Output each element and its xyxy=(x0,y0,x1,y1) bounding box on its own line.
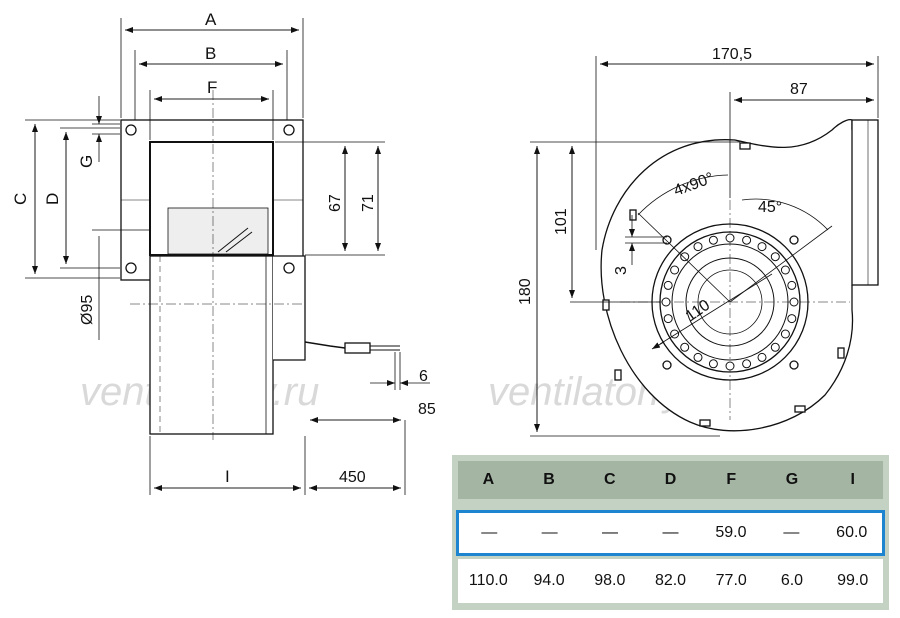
table-cell: — xyxy=(662,524,679,541)
table-header-cell: C xyxy=(604,471,616,488)
rotor-bolt xyxy=(787,314,797,324)
rotor-bolt xyxy=(742,235,752,245)
table-cell: 6.0 xyxy=(780,572,804,589)
table-header-cell: A xyxy=(482,471,495,488)
rotor-bolt xyxy=(725,361,735,371)
dim-a-label: A xyxy=(205,10,217,29)
table-header-cell: G xyxy=(785,471,799,488)
rotor-bolt xyxy=(663,280,673,290)
rotor-bolt xyxy=(708,235,718,245)
dim-45-label: 45° xyxy=(758,199,782,216)
dim-c-label: C xyxy=(11,193,30,205)
rotor-bolt xyxy=(780,265,790,275)
dim-3-label: 3 xyxy=(613,266,630,275)
table-cell: 94.0 xyxy=(533,572,565,589)
rotor-bolt xyxy=(693,242,703,252)
dim-67-label: 67 xyxy=(327,194,344,212)
table-header-row: A B C D F G I xyxy=(458,461,883,499)
rotor-bolt xyxy=(693,352,703,362)
rotor-bolt xyxy=(780,329,790,339)
table-cell: 60.0 xyxy=(836,524,868,541)
table-header-cell: D xyxy=(664,471,677,488)
rotor-bolt xyxy=(670,265,680,275)
rotor-bolt xyxy=(680,252,690,262)
dim-170-label: 170,5 xyxy=(712,46,752,63)
dim-101-label: 101 xyxy=(553,208,570,235)
rotor-bolt xyxy=(789,297,799,307)
table-cell: — xyxy=(602,524,619,541)
dim-i-label: I xyxy=(225,467,230,486)
dim-180-label: 180 xyxy=(517,278,534,305)
rotor-bolt xyxy=(663,314,673,324)
rotor-bolt xyxy=(661,297,671,307)
rotor-bolt xyxy=(680,342,690,352)
table-cell: 77.0 xyxy=(715,572,747,589)
side-view xyxy=(120,90,400,440)
dim-71-label: 71 xyxy=(360,194,377,212)
dim-f-label: F xyxy=(207,78,217,97)
dim-450-label: 450 xyxy=(339,469,366,486)
rotor-bolt xyxy=(770,252,780,262)
table-row-selected[interactable]: — — — — 59.0 — 60.0 xyxy=(456,510,885,556)
front-dimensions xyxy=(530,56,879,437)
rotor-bolt xyxy=(757,352,767,362)
dim-g-label: G xyxy=(77,155,96,168)
table-header-cell: F xyxy=(726,471,737,488)
table-cell: — xyxy=(541,524,558,541)
dim-d95-label: Ø95 xyxy=(79,295,96,325)
dim-85-label: 85 xyxy=(418,401,436,418)
dim-d-label: D xyxy=(43,193,62,205)
table-cell: 82.0 xyxy=(654,572,687,589)
table-cell: 98.0 xyxy=(594,572,626,589)
table-row[interactable]: 110.0 94.0 98.0 82.0 77.0 6.0 99.0 xyxy=(458,559,883,603)
table-header-cell: I xyxy=(850,471,855,488)
rotor-bolt xyxy=(725,233,735,243)
side-dimensions xyxy=(25,18,430,495)
dim-87-label: 87 xyxy=(790,81,808,98)
table-cell: 99.0 xyxy=(837,572,869,589)
table-header-cell: B xyxy=(543,471,555,488)
dimension-table: A B C D F G I — — — — 59.0 — 60.0 110.0 … xyxy=(452,455,889,610)
table-cell: 59.0 xyxy=(715,524,747,541)
dim-b-label: B xyxy=(205,44,216,63)
table-cell: 110.0 xyxy=(468,572,508,589)
table-cell: — xyxy=(783,524,800,541)
dim-6-label: 6 xyxy=(419,368,428,385)
blade-ring xyxy=(661,233,799,371)
rotor-bolt xyxy=(742,359,752,369)
front-view xyxy=(600,118,879,432)
rotor-bolt xyxy=(757,242,767,252)
table-cell: — xyxy=(481,524,498,541)
rotor-bolt xyxy=(787,280,797,290)
rotor-bolt xyxy=(770,342,780,352)
rotor-bolt xyxy=(708,359,718,369)
